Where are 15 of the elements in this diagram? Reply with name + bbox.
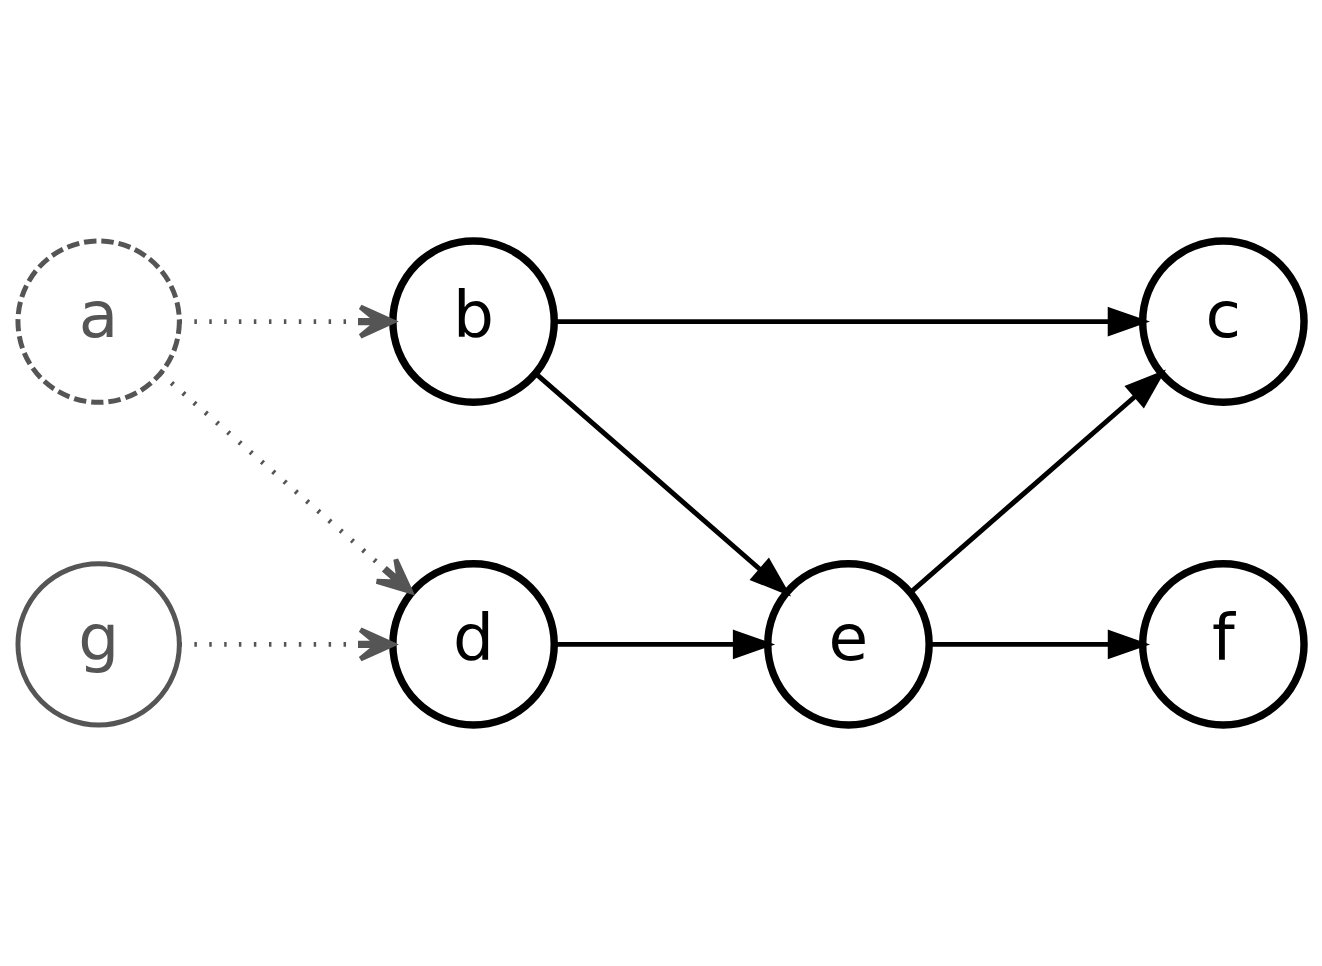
arrow: [908, 369, 1166, 595]
arrow: [929, 629, 1151, 660]
node-circle: e: [764, 559, 933, 729]
node-circle: c: [1138, 237, 1308, 407]
arrow: [533, 371, 792, 597]
node-circle: g: [15, 561, 182, 728]
arrow: [554, 629, 776, 660]
node-circle: a: [15, 238, 182, 405]
node-circle: b: [389, 237, 558, 407]
arrow: [554, 306, 1150, 337]
arrow: [179, 627, 396, 662]
node-circle: f: [1138, 559, 1308, 729]
arrow: [179, 304, 396, 339]
node-circle: d: [389, 559, 558, 729]
arrow: [158, 371, 414, 595]
